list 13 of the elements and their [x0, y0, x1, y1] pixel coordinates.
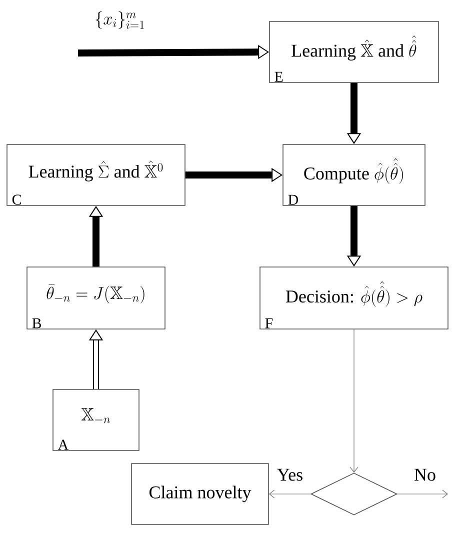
- edge-label: $\{x_i\}_{i=1}^m$: [96, 11, 144, 29]
- process-box: $\bar{\theta}_{-n} = J(\mathbb{X}_{-n})$ B: [26, 266, 166, 330]
- process-box: $\text{Decision: } \hat{\phi}(\hat{\hat{\theta}}) > \rho$ F: [260, 266, 448, 330]
- arrow: [268, 490, 311, 498]
- process-box: $\text{Learning } \hat{\Sigma} \text{ and } \hat{\mathbb{X}}^0$ C: [6, 144, 186, 206]
- arrow: [397, 490, 448, 498]
- process-box: $\mathbb{X}_{-n}$ A: [52, 389, 140, 451]
- edge-label: Yes: [277, 468, 302, 481]
- edge-label: No: [414, 468, 436, 481]
- arrow: [350, 329, 358, 473]
- process-box: $\text{Learning } \hat{\mathbb{X}} \text{ and } \hat{\hat{\theta}}$ E: [269, 21, 439, 83]
- process-box: $\text{Compute } \hat{\phi}(\hat{\hat{\theta}})$ D: [282, 144, 426, 206]
- process-box: $\text{Claim novelty}$: [131, 463, 269, 525]
